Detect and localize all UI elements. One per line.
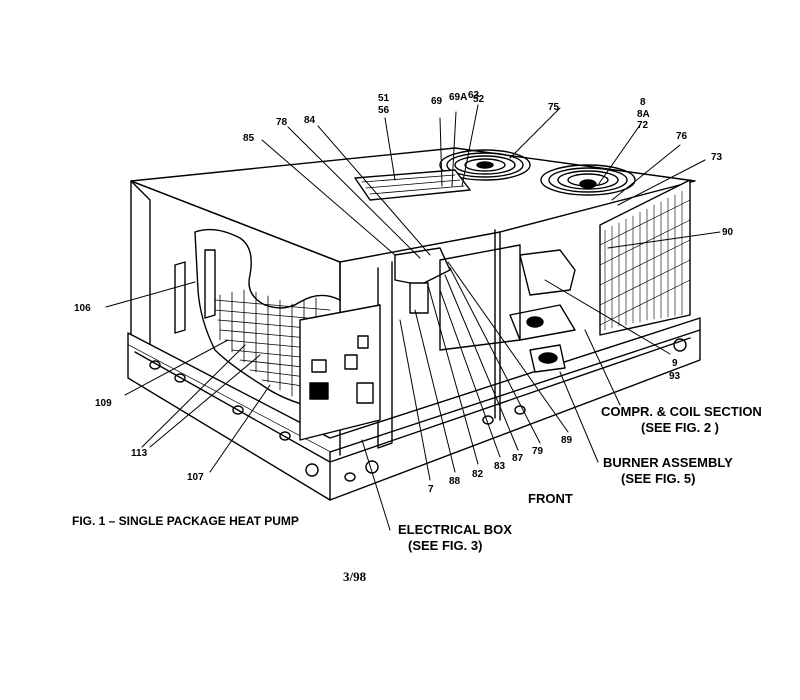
front-label: FRONT (528, 491, 573, 506)
callout-73: 73 (711, 152, 723, 163)
callout-82: 82 (472, 469, 484, 480)
fan-guard-8 (540, 164, 636, 196)
callout-75: 75 (548, 102, 560, 113)
motor-assembly (394, 247, 451, 286)
callout-88: 88 (449, 476, 461, 487)
callout-78: 78 (276, 117, 288, 128)
callout-79: 79 (532, 446, 544, 457)
callout-9: 9 (672, 358, 678, 369)
compr-coil-section-label: COMPR. & COIL SECTION (601, 404, 762, 419)
callout-52: 52 (473, 94, 485, 105)
fan-guard-75 (439, 149, 531, 181)
coil-hatching (214, 289, 331, 409)
callout-8: 8 (640, 97, 646, 108)
callout-109: 109 (95, 398, 112, 409)
condenser-coil-grille (599, 179, 691, 336)
callout-85: 85 (243, 133, 255, 144)
callout-8a: 8A (637, 109, 650, 120)
callout-113: 113 (131, 448, 148, 459)
relay-2 (309, 382, 329, 400)
callout-87: 87 (512, 453, 524, 464)
burner-assembly-label: BURNER ASSEMBLY (603, 455, 733, 470)
callout-84: 84 (304, 115, 316, 126)
callout-63: 63 (468, 90, 480, 101)
electrical-box-ref: (SEE FIG. 3) (408, 538, 483, 553)
callout-83: 83 (494, 461, 506, 472)
burner-assembly-ref: (SEE FIG. 5) (621, 471, 696, 486)
callout-106: 106 (74, 303, 91, 314)
callout-56: 56 (378, 105, 390, 116)
figure-caption: FIG. 1 – SINGLE PACKAGE HEAT PUMP (72, 514, 299, 528)
callout-89: 89 (561, 435, 573, 446)
callout-93: 93 (669, 371, 681, 382)
relay-3 (344, 354, 358, 370)
callout-90: 90 (722, 227, 734, 238)
date-code: 3/98 (343, 569, 367, 584)
relay-1 (311, 359, 327, 373)
callout-76: 76 (676, 131, 688, 142)
electrical-box-label: ELECTRICAL BOX (398, 522, 512, 537)
callout-69a: 69A (449, 92, 468, 103)
callout-72: 72 (637, 120, 649, 131)
compr-coil-section-ref: (SEE FIG. 2 ) (641, 420, 720, 435)
callout-7: 7 (428, 484, 434, 495)
relay-4 (356, 382, 374, 404)
relay-5 (357, 335, 369, 349)
leader-lines (105, 104, 721, 531)
callout-69: 69 (431, 96, 443, 107)
callout-107: 107 (187, 472, 204, 483)
callout-51: 51 (378, 93, 390, 104)
bracket-106 (204, 249, 216, 319)
compressor-box (519, 249, 576, 296)
